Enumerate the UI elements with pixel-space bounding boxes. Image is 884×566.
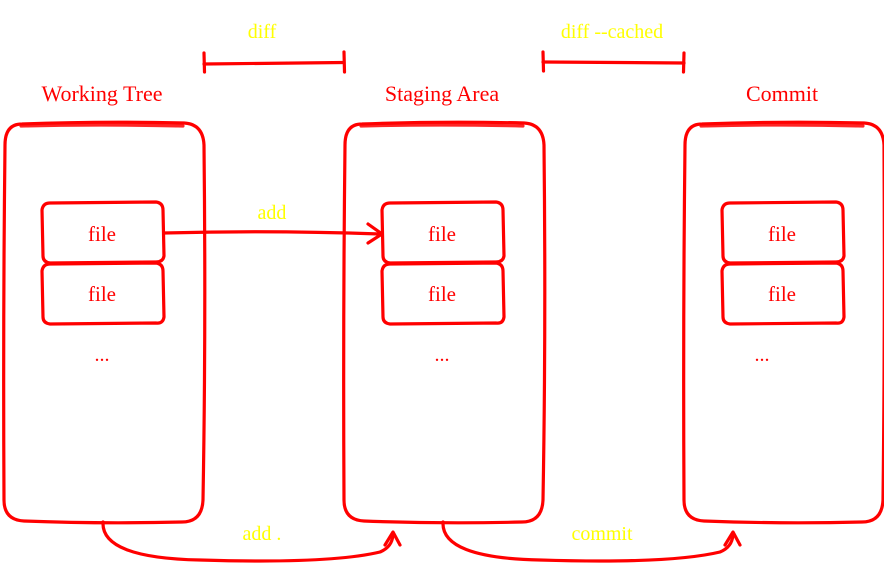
add-label: add — [258, 202, 287, 224]
commit-box — [682, 120, 884, 525]
staging-area-file-1-label: file — [428, 222, 456, 246]
staging-area-file-2-label: file — [428, 282, 456, 306]
working-tree-title: Working Tree — [41, 81, 162, 106]
staging-area-title: Staging Area — [385, 81, 499, 106]
commit-label: commit — [571, 523, 633, 545]
working-tree-file-2 — [40, 261, 166, 326]
add-arrow — [162, 222, 384, 245]
commit-file-2-label: file — [768, 282, 796, 306]
add-all-arrow — [101, 520, 402, 563]
commit-arrow — [441, 520, 742, 563]
diff-bracket — [202, 50, 347, 74]
staging-area-more: ... — [435, 344, 450, 366]
diff-cached-bracket — [541, 50, 686, 74]
diff-label: diff — [248, 21, 277, 43]
working-tree-file-2-label: file — [88, 282, 116, 306]
staging-area-box — [342, 120, 547, 525]
commit-title: Commit — [746, 81, 818, 106]
working-tree-more: ... — [95, 344, 110, 366]
diff-cached-label: diff --cached — [561, 21, 663, 43]
staging-area-file-2 — [380, 261, 506, 326]
commit-file-1-label: file — [768, 222, 796, 246]
commit-file-2 — [720, 261, 846, 326]
add-all-label: add . — [243, 523, 282, 545]
commit-more: ... — [755, 344, 770, 366]
working-tree-file-1-label: file — [88, 222, 116, 246]
working-tree-box — [2, 120, 207, 525]
